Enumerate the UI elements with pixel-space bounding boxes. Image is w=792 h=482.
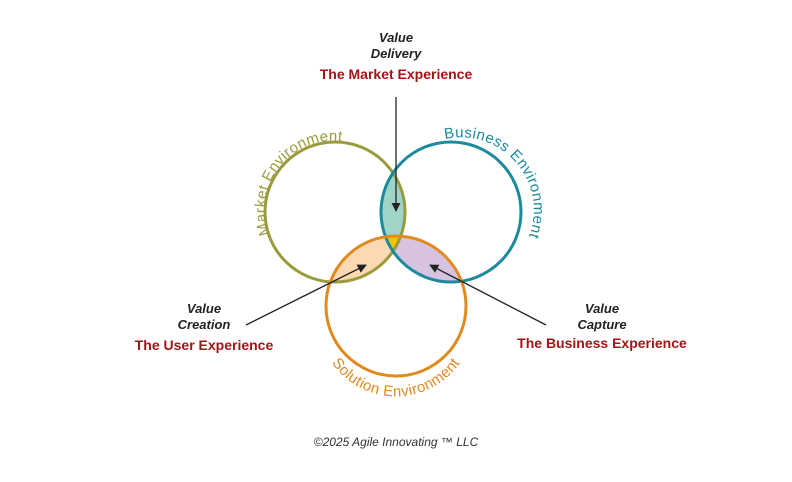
delivery-title-line1: Value: [379, 30, 413, 45]
delivery-subtitle: The Market Experience: [320, 66, 473, 82]
business-environment-circle: [379, 140, 523, 284]
creation-subtitle: The User Experience: [135, 337, 274, 353]
creation-title-line1: Value: [187, 301, 221, 316]
capture-title-line2: Capture: [577, 317, 626, 332]
creation-title-line2: Creation: [178, 317, 231, 332]
callout-value-creation: Value Creation The User Experience: [135, 301, 274, 353]
copyright-text: ©2025 Agile Innovating ™ LLC: [314, 435, 479, 449]
solution-environment-circle: [324, 234, 468, 378]
callout-value-capture: Value Capture The Business Experience: [517, 301, 687, 351]
market-environment-circle: [263, 140, 407, 284]
solution-environment-label: Solution Environment: [329, 355, 464, 401]
creation-arrow: [245, 264, 367, 326]
capture-subtitle: The Business Experience: [517, 335, 687, 351]
capture-arrow: [429, 264, 547, 326]
callout-value-delivery: Value Delivery The Market Experience: [320, 30, 473, 82]
market-environment-label: Market Environment: [252, 128, 344, 238]
delivery-title-line2: Delivery: [371, 46, 422, 61]
capture-title-line1: Value: [585, 301, 619, 316]
